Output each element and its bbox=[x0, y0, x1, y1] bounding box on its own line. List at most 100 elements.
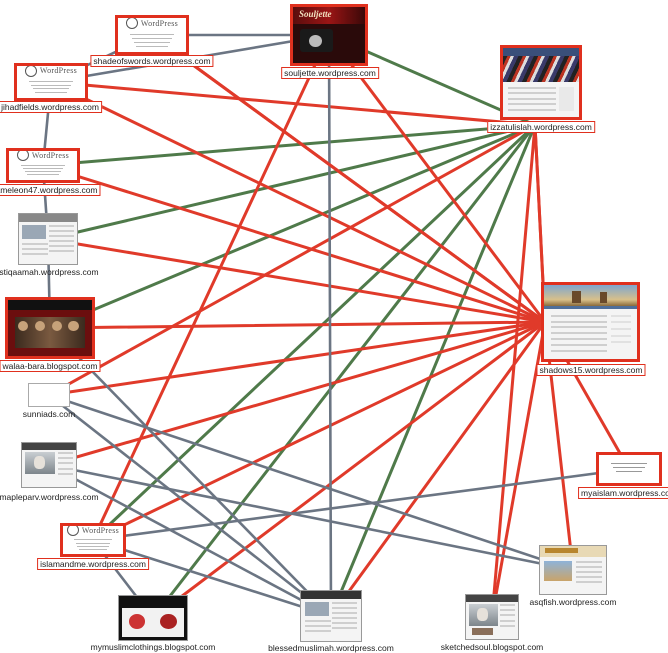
thumbnail-detail bbox=[575, 575, 603, 578]
thumbnail-detail bbox=[304, 602, 329, 616]
site-label[interactable]: shadeofswords.wordpress.com bbox=[90, 55, 214, 67]
thumbnail-detail bbox=[545, 548, 579, 554]
thumbnail-detail bbox=[551, 314, 608, 317]
thumbnail-detail bbox=[610, 314, 632, 317]
site-thumbnail[interactable]: WordPress bbox=[6, 148, 80, 183]
thumbnail-detail bbox=[68, 321, 79, 332]
edge-shadows15-chameleon47 bbox=[41, 164, 547, 324]
edge-izzatulislah-istiqaamah bbox=[46, 123, 537, 241]
thumbnail-detail bbox=[31, 84, 71, 86]
thumbnail-detail bbox=[332, 612, 358, 614]
thumbnail-detail bbox=[22, 253, 48, 255]
wordpress-logo-icon bbox=[66, 526, 79, 537]
wordpress-logo-icon bbox=[125, 18, 138, 30]
thumbnail-detail bbox=[507, 86, 557, 89]
thumbnail-detail bbox=[22, 248, 48, 250]
site-label[interactable]: asqfish.wordpress.com bbox=[529, 597, 617, 607]
site-thumbnail[interactable]: WordPress bbox=[60, 523, 126, 557]
edge-izzatulislah-chameleon47 bbox=[41, 123, 537, 167]
thumbnail-detail bbox=[503, 48, 579, 56]
site-label[interactable]: sunniads.com bbox=[22, 409, 76, 419]
thumbnail-detail bbox=[551, 320, 608, 323]
thumbnail-detail bbox=[500, 603, 515, 606]
thumbnail-detail bbox=[57, 472, 73, 475]
thumbnail-detail bbox=[49, 225, 74, 227]
thumbnail-detail bbox=[22, 443, 76, 450]
thumbnail-detail bbox=[500, 624, 515, 627]
site-thumbnail[interactable] bbox=[21, 442, 77, 488]
thumbnail-detail bbox=[23, 168, 63, 170]
site-label[interactable]: mapleparv.wordpress.com bbox=[0, 492, 99, 502]
thumbnail-detail bbox=[130, 34, 174, 36]
site-label[interactable]: chameleon47.wordpress.com bbox=[0, 184, 101, 196]
thumbnail-detail bbox=[21, 164, 65, 166]
thumbnail-title: WordPress bbox=[39, 66, 78, 76]
site-thumbnail[interactable] bbox=[28, 383, 70, 407]
thumbnail-detail: WordPress bbox=[17, 66, 85, 77]
site-thumbnail[interactable] bbox=[300, 590, 362, 642]
thumbnail-detail bbox=[136, 45, 168, 47]
edge-shadows15-sketchedsoul bbox=[490, 320, 547, 619]
thumbnail-detail bbox=[551, 332, 608, 335]
site-label[interactable]: mymuslimclothings.blogspot.com bbox=[90, 642, 216, 652]
thumbnail-detail bbox=[610, 334, 632, 337]
edge-shadows15-asqfish bbox=[543, 320, 575, 572]
site-thumbnail[interactable] bbox=[118, 595, 188, 641]
edge-souljette-blessedmuslimah bbox=[327, 33, 333, 618]
thumbnail-detail bbox=[19, 214, 77, 222]
edge-shadows15-blessedmuslimah bbox=[329, 320, 547, 618]
site-label[interactable]: blessedmuslimah.wordpress.com bbox=[268, 643, 394, 653]
thumbnail-title: WordPress bbox=[140, 18, 179, 28]
site-label[interactable]: izzatulislah.wordpress.com bbox=[487, 121, 595, 133]
thumbnail-detail bbox=[332, 602, 358, 604]
site-thumbnail[interactable] bbox=[596, 452, 662, 486]
site-thumbnail[interactable]: WordPress bbox=[115, 15, 189, 55]
site-label[interactable]: souljette.wordpress.com bbox=[281, 67, 379, 79]
edge-shadows15-souljette bbox=[327, 33, 547, 324]
thumbnail-detail bbox=[304, 620, 331, 622]
site-label[interactable]: islamandme.wordpress.com bbox=[37, 558, 149, 570]
thumbnail-detail bbox=[308, 35, 322, 48]
site-thumbnail[interactable] bbox=[465, 594, 519, 640]
site-label[interactable]: walaa-bara.blogspot.com bbox=[0, 360, 101, 372]
thumbnail-detail bbox=[159, 613, 178, 630]
site-label[interactable]: sketchedsoul.blogspot.com bbox=[440, 642, 544, 652]
thumbnail-detail bbox=[57, 467, 73, 470]
site-thumbnail[interactable] bbox=[541, 282, 640, 362]
thumbnail-detail bbox=[507, 92, 557, 95]
thumbnail-detail bbox=[293, 7, 365, 24]
edge-shadows15-sunniads bbox=[47, 320, 547, 397]
site-thumbnail[interactable] bbox=[500, 45, 582, 120]
site-label[interactable]: istiqaamah.wordpress.com bbox=[0, 267, 99, 277]
site-label[interactable]: jihadfields.wordpress.com bbox=[0, 101, 102, 113]
site-thumbnail[interactable]: WordPress bbox=[14, 63, 88, 101]
thumbnail-detail bbox=[544, 285, 637, 306]
edge-shadeofswords-shadows15 bbox=[150, 33, 547, 324]
thumbnail-detail bbox=[25, 171, 61, 173]
thumbnail-detail bbox=[57, 451, 73, 454]
edge-souljette-islamandme bbox=[91, 33, 331, 542]
thumbnail-detail bbox=[29, 81, 73, 83]
site-thumbnail[interactable]: Souljette bbox=[290, 4, 368, 66]
thumbnail-title: WordPress bbox=[81, 525, 120, 535]
thumbnail-detail bbox=[551, 344, 608, 347]
site-thumbnail[interactable] bbox=[5, 297, 95, 359]
thumbnail-detail bbox=[134, 41, 170, 43]
edge-izzatulislah-islamandme bbox=[91, 123, 537, 542]
site-label[interactable]: myaislam.wordpress.com bbox=[578, 487, 668, 499]
thumbnail-detail bbox=[35, 91, 67, 93]
thumbnail-detail bbox=[500, 619, 515, 622]
thumbnail-detail bbox=[503, 56, 579, 83]
site-thumbnail[interactable] bbox=[539, 545, 607, 595]
thumbnail-detail bbox=[51, 321, 62, 332]
thumbnail-detail bbox=[507, 103, 557, 106]
edge-shadows15-mymuslimclothings bbox=[151, 320, 547, 620]
thumbnail-detail bbox=[73, 539, 113, 541]
thumbnail-detail bbox=[301, 591, 361, 599]
thumbnail-detail bbox=[575, 566, 603, 569]
edge-izzatulislah-sketchedsoul bbox=[490, 123, 537, 619]
site-thumbnail[interactable] bbox=[18, 213, 78, 265]
site-label[interactable]: shadows15.wordpress.com bbox=[536, 364, 646, 376]
thumbnail-detail: WordPress bbox=[9, 151, 77, 162]
